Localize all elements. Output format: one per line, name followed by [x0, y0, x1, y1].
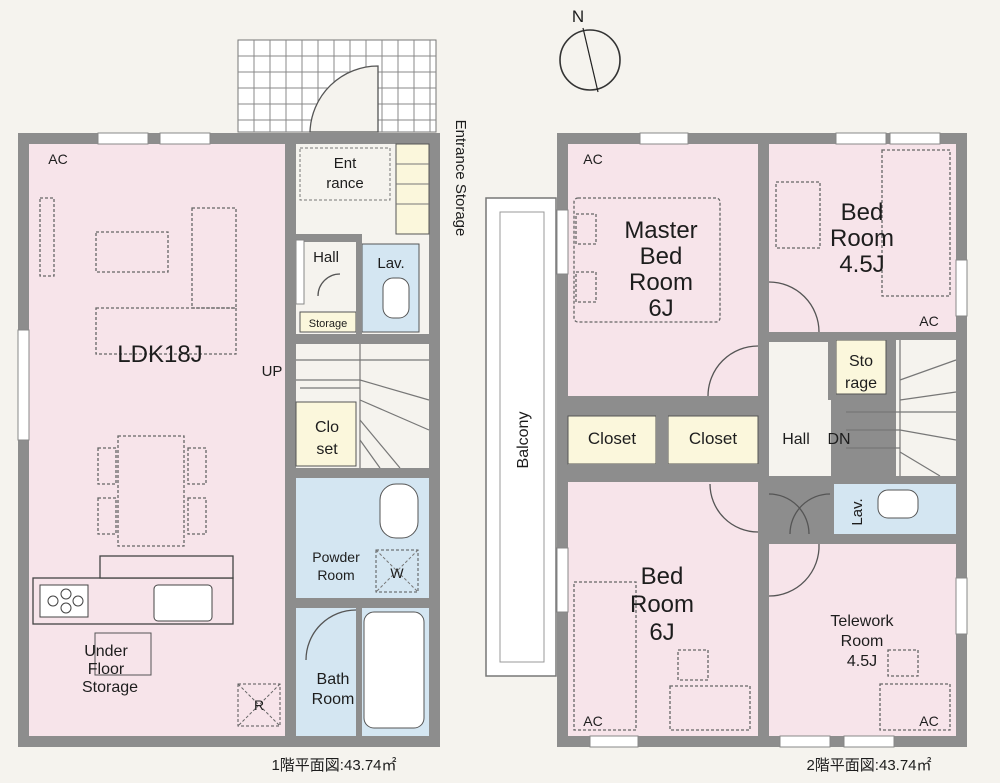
entrance-label-1: Ent: [334, 155, 357, 172]
master-label-1: Master: [624, 217, 697, 244]
r-box: [237, 683, 281, 727]
lav-label-f1: Lav.: [377, 255, 404, 272]
master-label-4: 6J: [648, 295, 673, 322]
w-mark: W: [390, 565, 404, 581]
entrance-door-swing: [309, 65, 379, 133]
telework-label-3: 4.5J: [847, 653, 877, 670]
floor-2: [485, 132, 968, 748]
room-closet-a: [567, 415, 657, 465]
closet-a-label: Closet: [588, 429, 636, 448]
powder-label-2: Room: [317, 567, 354, 583]
master-label-3: Room: [629, 269, 693, 296]
dn-label: DN: [827, 431, 850, 448]
room-ldk: [29, 144, 285, 736]
bed6-label-1: Bed: [641, 563, 684, 590]
room-bed-45: [769, 144, 956, 332]
bed45-label-1: Bed: [841, 199, 884, 226]
room-telework: [769, 544, 956, 736]
coffee-table: [95, 231, 169, 273]
room-closet-f1: [295, 401, 357, 467]
underfloor-label-2: Floor: [88, 661, 125, 678]
dining-table: [117, 435, 185, 547]
room-bed-6: [568, 482, 758, 736]
tv-icon: [39, 197, 55, 277]
bed6-label-3: 6J: [649, 619, 674, 646]
closet-label-f1-2: set: [316, 441, 338, 458]
r-mark: R: [254, 697, 264, 713]
ac-label-master: AC: [583, 151, 602, 167]
bathtub-icon: [363, 611, 425, 729]
room-closet-b: [667, 415, 759, 465]
telework-label-2: Room: [841, 633, 884, 650]
closet-label-f1-1: Clo: [315, 419, 339, 436]
washbasin-icon: [379, 483, 419, 539]
storage-label-f2-1: Sto: [849, 353, 873, 370]
bed45-label-2: Room: [830, 225, 894, 252]
entrance-storage: [395, 143, 430, 235]
toilet-icon-f2: [877, 489, 919, 519]
underfloor-label-3: Storage: [82, 679, 138, 696]
ac-label-ldk: AC: [48, 151, 67, 167]
telework-label-1: Telework: [830, 613, 894, 630]
room-storage-f2: [835, 339, 887, 395]
bed-icon-master: [573, 197, 721, 323]
bed6-label-2: Room: [630, 591, 694, 618]
ac-label-telework: AC: [919, 713, 938, 729]
ac-label-bed45: AC: [919, 313, 938, 329]
closet-b-label: Closet: [689, 429, 737, 448]
master-label-2: Bed: [640, 243, 683, 270]
powder-label-1: Powder: [312, 549, 360, 565]
labels: AC LDK18J Ent rance Hall Lav. Storage UP…: [48, 120, 938, 774]
balcony-label: Balcony: [515, 412, 532, 469]
bed45-label-3: 4.5J: [839, 251, 884, 278]
floor-1: [17, 39, 440, 747]
hall-label-f2: Hall: [782, 431, 810, 448]
bed-icon-45: [881, 149, 951, 297]
compass: N: [559, 7, 621, 93]
storage-label-f2-2: rage: [845, 375, 877, 392]
underfloor-label-1: Under: [84, 643, 128, 660]
up-label: UP: [262, 363, 283, 380]
ldk-label: LDK18J: [117, 341, 202, 368]
bath-label-1: Bath: [317, 671, 350, 688]
bed-icon-6: [573, 581, 637, 731]
hall-f2: [769, 342, 831, 476]
ac-label-bed6: AC: [583, 713, 602, 729]
floor2-area-caption: 2階平面図:43.74㎡: [806, 757, 931, 774]
storage-label-f1: Storage: [309, 318, 348, 330]
toilet-icon: [382, 277, 410, 319]
entrance-label-2: rance: [326, 175, 364, 192]
hall-label-f1: Hall: [313, 249, 339, 266]
lav-label-f2: Lav.: [849, 498, 866, 525]
floor1-area-caption: 1階平面図:43.74㎡: [271, 757, 396, 774]
room-master-bed: [568, 144, 758, 396]
entrance-storage-label: Entrance Storage: [452, 120, 469, 237]
north-label: N: [572, 7, 584, 26]
sink-icon: [153, 584, 213, 622]
bath-label-2: Room: [312, 691, 355, 708]
